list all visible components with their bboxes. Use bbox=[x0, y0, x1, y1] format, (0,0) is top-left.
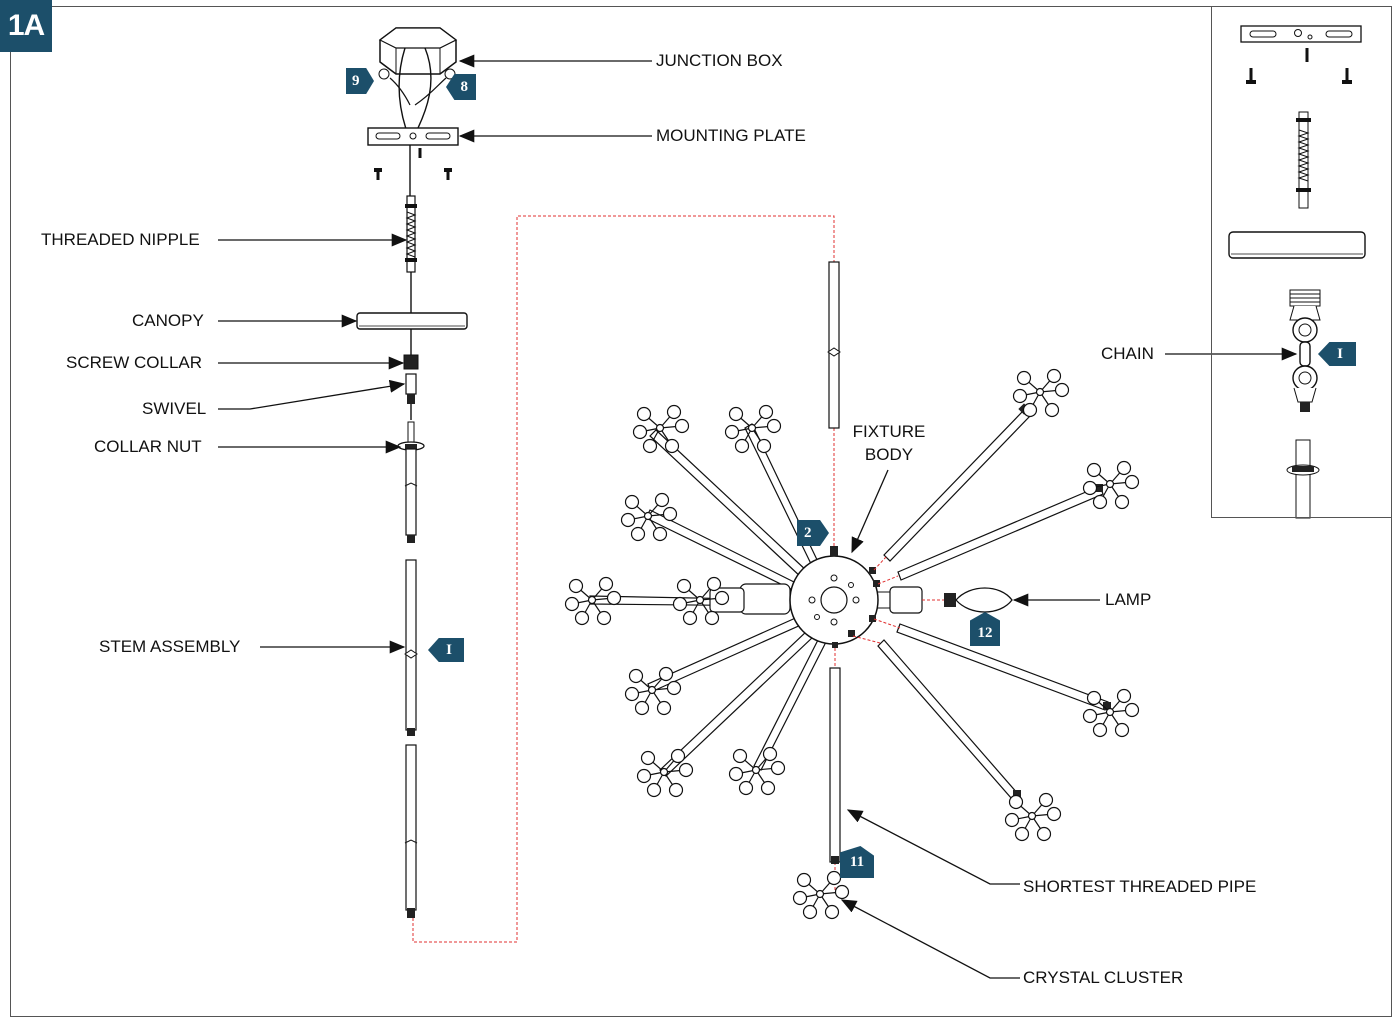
alignment-guide bbox=[412, 215, 835, 943]
label-stem-assembly: STEM ASSEMBLY bbox=[99, 637, 241, 656]
label-canopy: CANOPY bbox=[132, 311, 204, 330]
stem-assembly bbox=[404, 448, 418, 918]
label-chain: CHAIN bbox=[1101, 344, 1154, 363]
canopy bbox=[356, 312, 468, 355]
fixture-body bbox=[789, 546, 880, 648]
label-fixture-body-line2: BODY bbox=[864, 445, 914, 464]
upper-pipe bbox=[827, 261, 841, 429]
threaded-nipple bbox=[405, 195, 417, 314]
mounting-plate bbox=[367, 127, 459, 180]
lamp-socket bbox=[869, 586, 945, 614]
label-fixture-body-line1: FIXTURE bbox=[852, 422, 926, 441]
label-lamp: LAMP bbox=[1105, 590, 1152, 609]
screw-collar bbox=[403, 354, 419, 370]
badge-12: 12 bbox=[970, 612, 1000, 646]
label-junction-box: JUNCTION BOX bbox=[656, 51, 783, 70]
fixture-arms bbox=[589, 409, 1109, 800]
collar-nut bbox=[397, 421, 425, 451]
lamp-bulb bbox=[944, 587, 1013, 613]
shortest-threaded-pipe bbox=[829, 667, 841, 864]
inset-parts bbox=[1228, 25, 1366, 519]
label-collar-nut: COLLAR NUT bbox=[94, 437, 202, 456]
junction-box bbox=[378, 27, 458, 80]
label-crystal-cluster: CRYSTAL CLUSTER bbox=[1023, 968, 1184, 987]
label-shortest-threaded-pipe: SHORTEST THREADED PIPE bbox=[1023, 877, 1257, 896]
label-swivel: SWIVEL bbox=[142, 399, 207, 418]
step-tag: 1A bbox=[0, 0, 52, 52]
parts-inset-frame bbox=[1211, 6, 1392, 518]
label-mounting-plate: MOUNTING PLATE bbox=[656, 126, 806, 145]
swivel bbox=[405, 373, 417, 395]
crystal-cluster-bottom bbox=[792, 870, 850, 920]
label-threaded-nipple: THREADED NIPPLE bbox=[41, 230, 200, 249]
label-screw-collar: SCREW COLLAR bbox=[66, 353, 203, 372]
